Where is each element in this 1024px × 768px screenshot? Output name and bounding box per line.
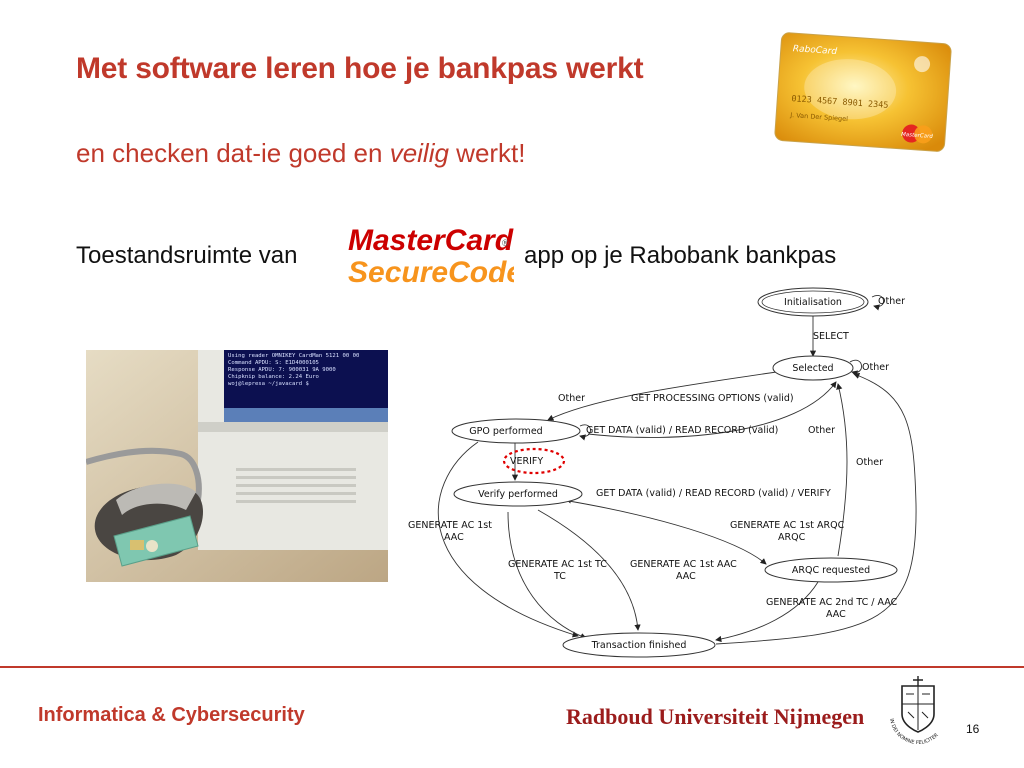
node-arqc-requested: ARQC requested: [764, 557, 898, 583]
node-gpo-performed: GPO performed: [451, 418, 581, 444]
svg-text:Initialisation: Initialisation: [784, 297, 842, 308]
logo-line1: MasterCard: [348, 224, 514, 257]
label-other-selected: Other: [862, 362, 889, 373]
label-verify: VERIFY: [510, 456, 543, 467]
footer-university: Radboud Universiteit Nijmegen: [566, 704, 865, 729]
edge-gpo-finished: [438, 441, 579, 638]
edge-verify-arqc: [562, 499, 767, 565]
label-select: SELECT: [813, 331, 849, 342]
slide-title: Met software leren hoe je bankpas werkt: [76, 52, 644, 85]
node-initialisation: Initialisation: [757, 287, 869, 317]
svg-text:ARQC requested: ARQC requested: [792, 565, 870, 576]
edge-verify-finished-tc: [507, 511, 587, 640]
edge-arqc-selected: [836, 383, 848, 557]
label-other-init: Other: [878, 296, 905, 307]
card-reader-photo: Using reader OMNIKEY CardMan 5121 00 00 …: [86, 350, 388, 582]
card-brand: RaboCard: [792, 44, 837, 57]
svg-text:Selected: Selected: [792, 363, 833, 374]
label-gen-aac-2: AAC: [444, 532, 464, 543]
label-gen2-2: AAC: [826, 609, 846, 620]
edge-arqc-finished: [715, 581, 819, 643]
state-space-diagram: Initialisation Selected GPO performed Ve…: [408, 287, 917, 658]
subtitle-post: werkt!: [448, 138, 526, 168]
node-selected: Selected: [772, 355, 854, 381]
node-transaction-finished: Transaction finished: [562, 632, 716, 658]
university-seal-icon: IN DEI NOMINE FELICITER: [888, 676, 940, 746]
node-verify-performed: Verify performed: [453, 481, 583, 507]
terminal-line: Response APDU: 7: 900031 9A 9000: [228, 367, 336, 373]
statespace-label: Toestandsruimte van: [76, 242, 298, 269]
label-verify-self: GET DATA (valid) / READ RECORD (valid) /…: [596, 488, 831, 499]
label-gen-tc-2: TC: [553, 571, 566, 582]
logo-mark: ®: [502, 238, 509, 248]
svg-text:Verify performed: Verify performed: [478, 489, 558, 500]
label-gen2-1: GENERATE AC 2nd TC / AAC: [766, 597, 898, 608]
taskbar: [224, 408, 388, 422]
terminal-line: Command APDU: S: E1D4000105: [228, 360, 319, 366]
rabo-logo-icon: [914, 56, 931, 73]
rabocard-image: RaboCard 0123 4567 8901 2345 J. Van Der …: [774, 32, 952, 152]
logo-line2: SecureCode: [348, 256, 514, 286]
label-gen-aac2-2: AAC: [676, 571, 696, 582]
svg-text:Transaction finished: Transaction finished: [591, 640, 687, 651]
edge-verify-finished-aac: [537, 509, 641, 631]
edge-gpo-self: [579, 424, 591, 441]
label-other-to-gpo: Other: [558, 393, 585, 404]
label-gen-arqc-2: ARQC: [778, 532, 806, 543]
label-gen-aac-1: GENERATE AC 1st: [408, 520, 492, 531]
slide-subtitle: en checken dat-ie goed en veilig werkt!: [76, 138, 526, 169]
page-number: 16: [966, 722, 980, 736]
subtitle-emphasis: veilig: [389, 138, 449, 168]
card-network: MasterCard: [901, 132, 934, 140]
footer-department: Informatica & Cybersecurity: [38, 704, 305, 726]
edge-selected-self: [849, 359, 862, 377]
svg-text:GPO performed: GPO performed: [469, 426, 542, 437]
edge-init-self: [871, 295, 884, 311]
label-gpo-command: GET PROCESSING OPTIONS (valid): [631, 393, 794, 404]
label-other-gpo-selected: Other: [808, 425, 835, 436]
label-gen-aac2-1: GENERATE AC 1st AAC: [630, 559, 737, 570]
subtitle-pre: en checken dat-ie goed en: [76, 138, 390, 168]
terminal-line: Using reader OMNIKEY CardMan 5121 00 00: [228, 353, 359, 359]
terminal-line: woj@lepresa ~/javacard $: [228, 381, 309, 387]
edge-gpo-selected: [587, 381, 837, 438]
label-gpo-self: GET DATA (valid) / READ RECORD (valid): [586, 425, 778, 436]
footer-divider: [0, 666, 1024, 668]
label-other-right: Other: [856, 457, 883, 468]
statespace-label-end: app op je Rabobank bankpas: [524, 242, 837, 269]
inserted-card: [113, 515, 199, 567]
edge-finished-selected: [715, 372, 917, 645]
edge-selected-gpo: [547, 371, 777, 421]
verify-highlight: [502, 447, 566, 475]
label-gen-tc-1: GENERATE AC 1st TC: [508, 559, 607, 570]
terminal-line: Chipknip balance: 2.24 Euro: [228, 374, 319, 380]
mastercard-securecode-logo: MasterCard SecureCode ®: [348, 224, 514, 286]
label-gen-arqc-1: GENERATE AC 1st ARQC: [730, 520, 845, 531]
